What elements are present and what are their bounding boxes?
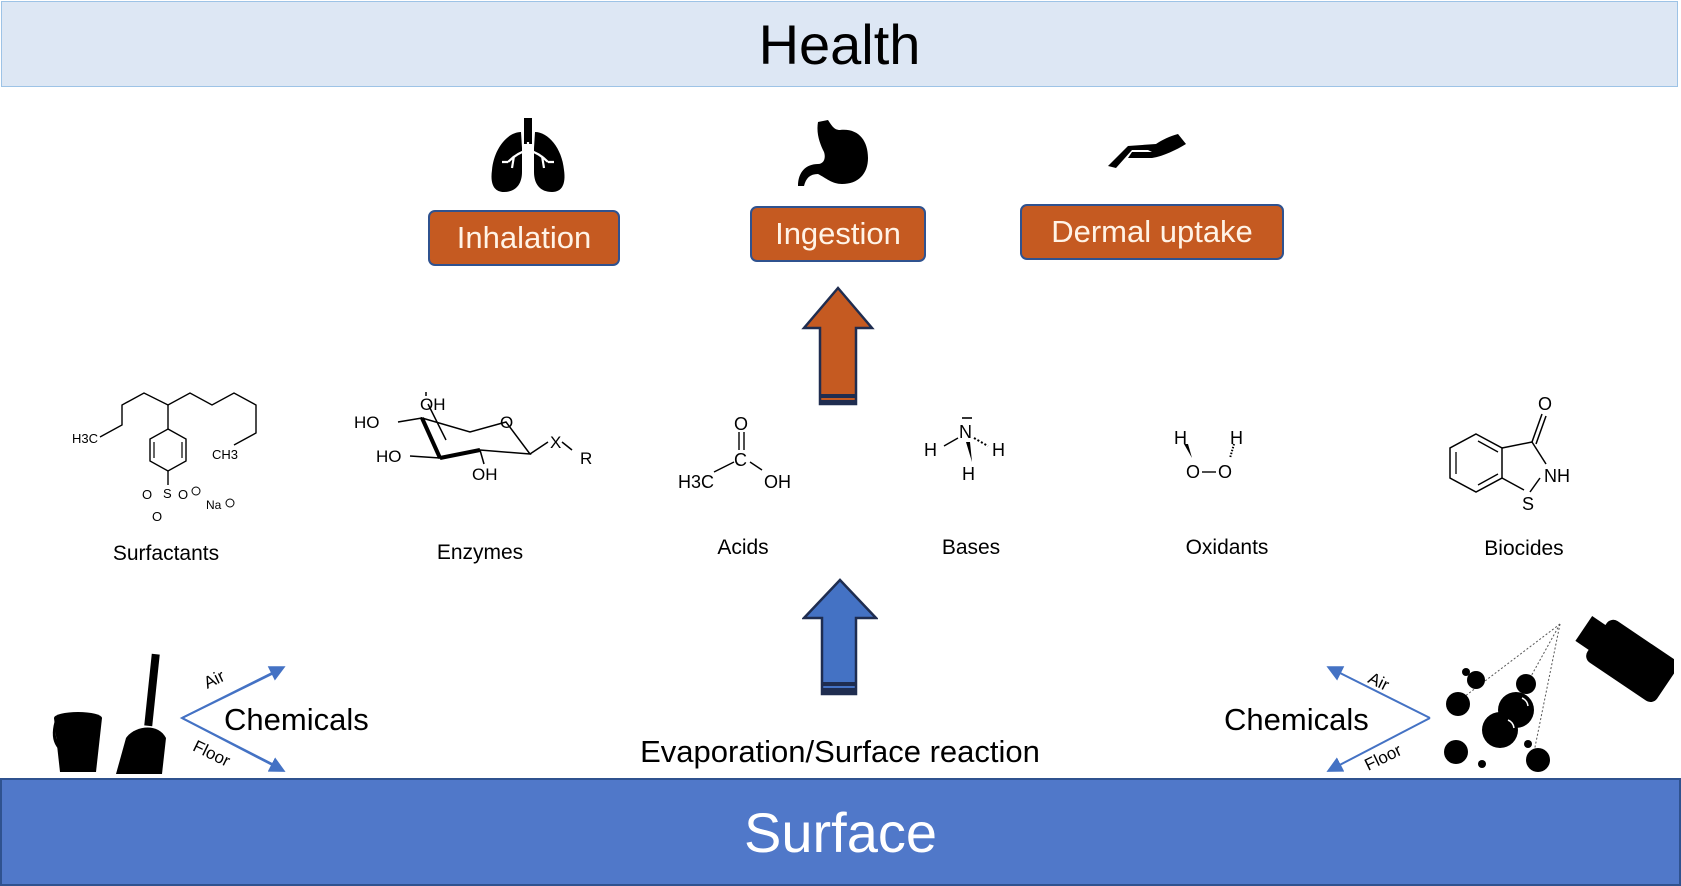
surface-banner: Surface (0, 778, 1681, 886)
route-label: Dermal uptake (1051, 214, 1253, 249)
chem-label-oxidants: Oxidants (1185, 536, 1269, 559)
formula-o: O (1538, 394, 1552, 414)
formula-h3c: H3C (72, 431, 98, 446)
formula-h: H (992, 440, 1005, 460)
formula-o: O (1218, 462, 1232, 482)
process-label: Evaporation/Surface reaction (640, 734, 1040, 769)
health-banner: Health (1, 1, 1678, 87)
route-inhalation: Inhalation (428, 210, 620, 266)
formula-o: O (734, 416, 748, 434)
formula-ho: HO (376, 447, 402, 466)
hand-icon (1108, 134, 1186, 168)
formula-c: C (734, 450, 747, 470)
formula-s: S (1522, 494, 1534, 514)
biocide-structure: O NH S (1449, 394, 1570, 514)
route-label: Ingestion (775, 216, 901, 251)
right-arrows (1326, 666, 1431, 772)
stomach-icon (798, 120, 868, 186)
formula-h3c: H3C (678, 472, 714, 492)
formula-o: O (500, 413, 513, 432)
formula-s: S (163, 486, 172, 501)
formula-h: H (962, 464, 975, 484)
surface-title: Surface (744, 800, 937, 864)
formula-ho: HO (354, 413, 380, 432)
route-ingestion: Ingestion (750, 206, 926, 262)
formula-na: Na (206, 498, 222, 512)
right-chemicals-label: Chemicals (1224, 702, 1369, 737)
formula-oh: OH (420, 395, 446, 414)
oxidant-structure: H H O O (1174, 428, 1243, 482)
blue-up-arrow (802, 578, 878, 696)
formula-h: H (924, 440, 937, 460)
left-chemicals-label: Chemicals (224, 702, 369, 737)
formula-r: R (580, 449, 592, 468)
route-label: Inhalation (456, 220, 592, 255)
orange-up-arrow (801, 286, 875, 406)
lungs-icon (491, 118, 565, 192)
formula-oh: OH (472, 465, 498, 484)
formula-o: O (142, 487, 152, 502)
formula-o: O (1186, 462, 1200, 482)
route-dermal-uptake: Dermal uptake (1020, 204, 1284, 260)
formula-o: O (152, 509, 162, 524)
chem-label-bases: Bases (941, 536, 1001, 559)
base-structure: N H H H (924, 417, 1005, 484)
formula-ch3: CH3 (212, 447, 238, 462)
formula-o: O (178, 487, 188, 502)
formula-x: X (550, 433, 561, 452)
health-title: Health (758, 12, 921, 76)
chem-label-acids: Acids (717, 536, 769, 559)
spray-bottle-icon (1444, 616, 1674, 772)
enzyme-structure: OH HO HO O OH X R (354, 392, 592, 484)
chem-label-surfactants: Surfactants (112, 542, 220, 565)
chem-label-enzymes: Enzymes (436, 541, 524, 564)
formula-oh: OH (764, 472, 791, 492)
formula-h: H (1230, 428, 1243, 448)
mop-bucket-icon (53, 653, 166, 774)
formula-n: N (959, 422, 972, 442)
acid-structure: O C H3C OH (678, 416, 791, 492)
formula-nh: NH (1544, 466, 1570, 486)
chem-label-biocides: Biocides (1484, 537, 1564, 560)
surfactant-structure: H3C CH3 S O O O Na (72, 392, 257, 524)
left-arrows (179, 666, 286, 772)
formula-h: H (1174, 428, 1187, 448)
